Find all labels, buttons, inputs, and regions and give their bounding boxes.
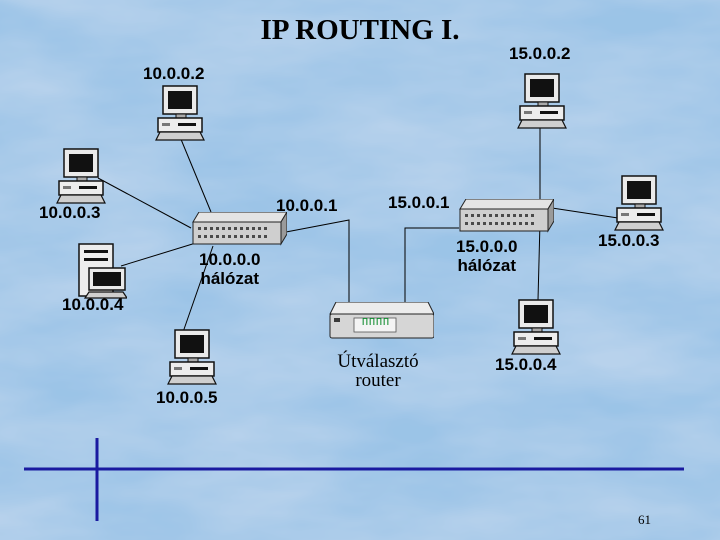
computer-icon: [75, 242, 127, 300]
router-device: ΠΠΠΠ: [326, 302, 434, 342]
network-label: 15.0.0.0 hálózat: [456, 237, 517, 275]
network-label: 10.0.0.0 hálózat: [199, 250, 260, 288]
router-label-hu: Útválasztó: [318, 352, 438, 371]
host-ip-label: 10.0.0.4: [62, 296, 123, 313]
hub-10-network: [191, 212, 287, 248]
slide-title: IP ROUTING I.: [200, 14, 520, 47]
gateway-ip-label: 10.0.0.1: [276, 197, 337, 214]
gateway-ip-label: 15.0.0.1: [388, 194, 449, 211]
network-word: hálózat: [199, 269, 260, 288]
host-ip-label: 10.0.0.2: [143, 65, 204, 82]
host-ip-label: 15.0.0.2: [509, 45, 570, 62]
router-label: Útválasztó router: [318, 352, 438, 390]
page-number: 61: [638, 512, 651, 528]
computer-icon: [166, 328, 218, 386]
router-label-en: router: [318, 371, 438, 390]
network-address: 10.0.0.0: [199, 250, 260, 269]
computer-icon: [55, 147, 107, 205]
computer-icon: [613, 174, 665, 232]
host-ip-label: 10.0.0.5: [156, 389, 217, 406]
host-ip-label: 10.0.0.3: [39, 204, 100, 221]
hub-15-network: [458, 199, 554, 235]
network-word: hálózat: [456, 256, 517, 275]
router-leds: ΠΠΠΠ: [356, 317, 396, 328]
host-ip-label: 15.0.0.3: [598, 232, 659, 249]
host-ip-label: 15.0.0.4: [495, 356, 556, 373]
network-address: 15.0.0.0: [456, 237, 517, 256]
computer-icon: [516, 72, 568, 130]
computer-icon: [154, 84, 206, 142]
computer-icon: [510, 298, 562, 356]
